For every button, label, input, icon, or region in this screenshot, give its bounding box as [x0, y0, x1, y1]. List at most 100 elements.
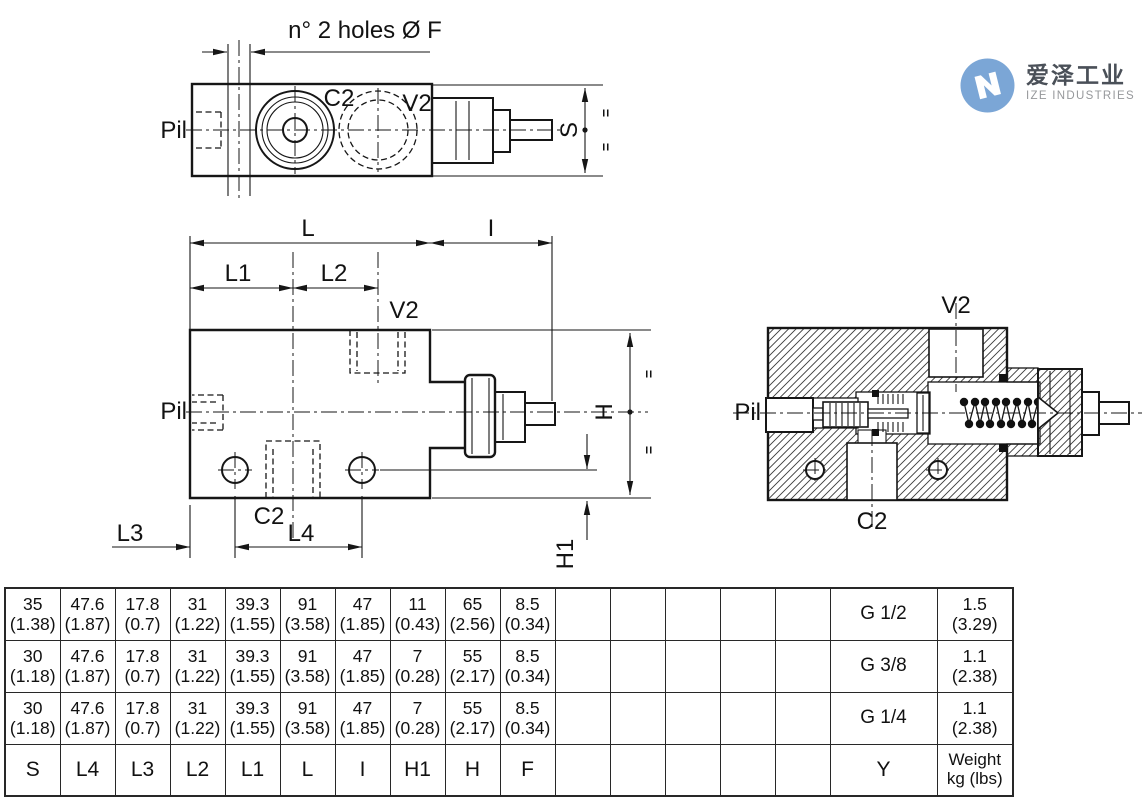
l3-dim-label: L3 [117, 520, 144, 547]
table-cell: 17.8(0.7) [114, 587, 171, 641]
v2-label-top: V2 [402, 90, 431, 117]
table-empty-cell [774, 587, 831, 641]
table-cell: 55(2.17) [444, 639, 501, 693]
l-dim-label: L [301, 215, 314, 242]
table-cell: 65(2.56) [444, 587, 501, 641]
top-view: n° 2 holes Ø F Pil C2 V2 S = = [160, 17, 614, 199]
dim-letter-cell: H1 [389, 743, 446, 797]
section-view: V2 C2 Pil [733, 292, 1142, 535]
pil-label-section: Pil [734, 399, 761, 426]
logo-chinese-name: 爱泽工业 [1026, 62, 1126, 88]
l4-dim-label: L4 [288, 520, 315, 547]
weight-cell: 1.5(3.29) [936, 587, 1014, 641]
y-header-cell: Y [829, 743, 938, 797]
table-cell: 8.5(0.34) [499, 691, 556, 745]
dim-letter-cell: L1 [224, 743, 281, 797]
thread-size-cell: G 1/2 [829, 587, 938, 641]
table-empty-cell [719, 743, 776, 797]
l1-dim-label: L1 [225, 260, 252, 287]
equal-mark: = [641, 446, 657, 454]
table-cell: 47(1.85) [334, 639, 391, 693]
table-cell: 47.6(1.87) [59, 587, 116, 641]
table-cell: 47.6(1.87) [59, 639, 116, 693]
table-cell: 11(0.43) [389, 587, 446, 641]
c2-label-front: C2 [254, 503, 285, 530]
dim-letter-cell: L4 [59, 743, 116, 797]
c2-label-top: C2 [324, 85, 355, 112]
dim-letter-cell: H [444, 743, 501, 797]
h1-dim-label: H1 [552, 539, 579, 570]
table-cell: 31(1.22) [169, 639, 226, 693]
table-row: 30(1.18)47.6(1.87)17.8(0.7)31(1.22)39.3(… [4, 639, 1014, 693]
table-empty-cell [554, 691, 611, 745]
technical-drawing: n° 2 holes Ø F Pil C2 V2 S = = L [112, 17, 1142, 569]
v2-label-section: V2 [941, 292, 970, 319]
dim-letter-cell: F [499, 743, 556, 797]
c2-label-section: C2 [857, 508, 888, 535]
holes-note: n° 2 holes Ø F [288, 17, 442, 44]
dim-letter-cell: L3 [114, 743, 171, 797]
table-empty-cell [609, 587, 666, 641]
table-cell: 47(1.85) [334, 587, 391, 641]
table-cell: 91(3.58) [279, 691, 336, 745]
table-cell: 7(0.28) [389, 691, 446, 745]
equal-mark: = [598, 143, 614, 151]
table-empty-cell [664, 691, 721, 745]
table-empty-cell [609, 639, 666, 693]
pil-label-top: Pil [160, 117, 187, 144]
l2-dim-label: L2 [321, 260, 348, 287]
equal-mark: = [598, 109, 614, 117]
table-empty-cell [774, 691, 831, 745]
dimension-table-body: 35(1.38)47.6(1.87)17.8(0.7)31(1.22)39.3(… [4, 587, 1014, 797]
table-empty-cell [609, 743, 666, 797]
h-dim-label: H [591, 403, 618, 420]
weight-cell: 1.1(2.38) [936, 639, 1014, 693]
table-empty-cell [774, 743, 831, 797]
table-cell: 39.3(1.55) [224, 639, 281, 693]
dim-letter-cell: S [4, 743, 61, 797]
table-cell: 91(3.58) [279, 639, 336, 693]
front-view: L I L1 L2 V2 Pil C2 L4 [112, 215, 657, 569]
dim-letter-cell: L [279, 743, 336, 797]
thread-size-cell: G 1/4 [829, 691, 938, 745]
dim-letter-cell: I [334, 743, 391, 797]
pil-label-front: Pil [160, 398, 187, 425]
table-empty-cell [554, 743, 611, 797]
table-empty-cell [719, 587, 776, 641]
table-cell: 39.3(1.55) [224, 587, 281, 641]
equal-mark: = [641, 370, 657, 378]
logo-mark-icon [960, 58, 1015, 113]
table-cell: 30(1.18) [4, 691, 61, 745]
table-empty-cell [664, 587, 721, 641]
table-cell: 8.5(0.34) [499, 587, 556, 641]
v2-label-front: V2 [389, 297, 418, 324]
table-cell: 35(1.38) [4, 587, 61, 641]
table-cell: 39.3(1.55) [224, 691, 281, 745]
table-empty-cell [774, 639, 831, 693]
table-cell: 7(0.28) [389, 639, 446, 693]
table-cell: 8.5(0.34) [499, 639, 556, 693]
table-cell: 55(2.17) [444, 691, 501, 745]
i-dim-label: I [488, 215, 495, 242]
table-cell: 30(1.18) [4, 639, 61, 693]
dim-letter-cell: L2 [169, 743, 226, 797]
main-spring [959, 397, 1043, 429]
table-empty-cell [554, 639, 611, 693]
logo-english-name: IZE INDUSTRIES [1026, 90, 1135, 103]
table-cell: 17.8(0.7) [114, 639, 171, 693]
table-cell: 31(1.22) [169, 691, 226, 745]
company-logo: 爱泽工业 IZE INDUSTRIES [960, 58, 1135, 113]
table-cell: 31(1.22) [169, 587, 226, 641]
table-row: 35(1.38)47.6(1.87)17.8(0.7)31(1.22)39.3(… [4, 587, 1014, 641]
table-cell: 17.8(0.7) [114, 691, 171, 745]
table-row: 30(1.18)47.6(1.87)17.8(0.7)31(1.22)39.3(… [4, 691, 1014, 745]
table-empty-cell [719, 691, 776, 745]
dimension-table: 35(1.38)47.6(1.87)17.8(0.7)31(1.22)39.3(… [4, 587, 1014, 797]
table-empty-cell [719, 639, 776, 693]
table-empty-cell [664, 639, 721, 693]
weight-cell: 1.1(2.38) [936, 691, 1014, 745]
pilot-spring [877, 394, 904, 432]
thread-size-cell: G 3/8 [829, 639, 938, 693]
